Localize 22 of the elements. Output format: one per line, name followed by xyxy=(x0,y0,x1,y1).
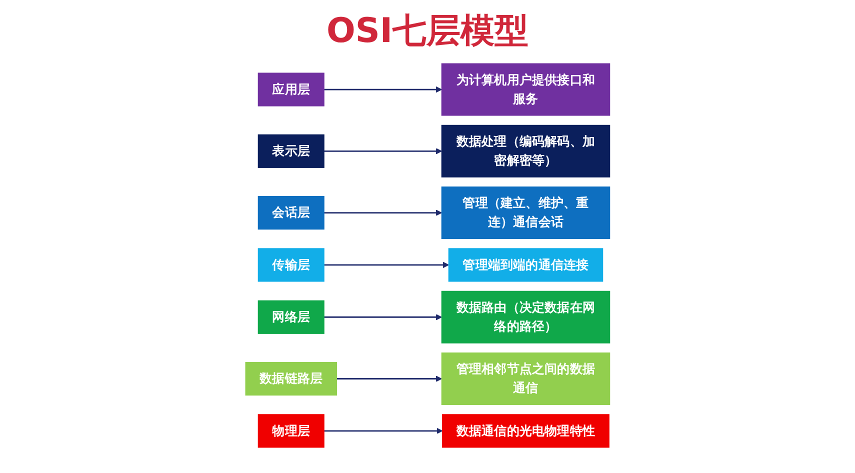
node-box: 会话层 xyxy=(258,196,324,230)
node-box: 为计算机用户提供接口和服务 xyxy=(441,63,610,116)
node-box: 传输层 xyxy=(258,248,324,282)
arrow xyxy=(324,148,442,154)
node-box: 数据处理（编码解码、加密解密等） xyxy=(441,124,610,178)
arrow xyxy=(324,86,442,93)
node-box: 管理相邻节点之间的数据通信 xyxy=(441,352,610,406)
arrow xyxy=(324,314,442,320)
node-box: 数据通信的光电物理特性 xyxy=(442,414,610,448)
arrow xyxy=(324,210,442,216)
arrow xyxy=(324,428,442,434)
node-box: 数据路由（决定数据在网络的路径） xyxy=(441,290,610,344)
node-box: 管理端到端的通信连接 xyxy=(448,248,603,282)
node-box: 数据链路层 xyxy=(245,362,337,396)
arrow xyxy=(336,376,442,382)
arrow xyxy=(324,262,449,268)
node-box: 网络层 xyxy=(258,300,324,334)
node-box: 物理层 xyxy=(258,414,324,448)
node-box: 管理（建立、维护、重连）通信会话 xyxy=(441,186,610,240)
node-box: 应用层 xyxy=(258,72,324,106)
diagram-title: OSI七层模型 xyxy=(325,10,530,53)
node-box: 表示层 xyxy=(258,134,324,168)
